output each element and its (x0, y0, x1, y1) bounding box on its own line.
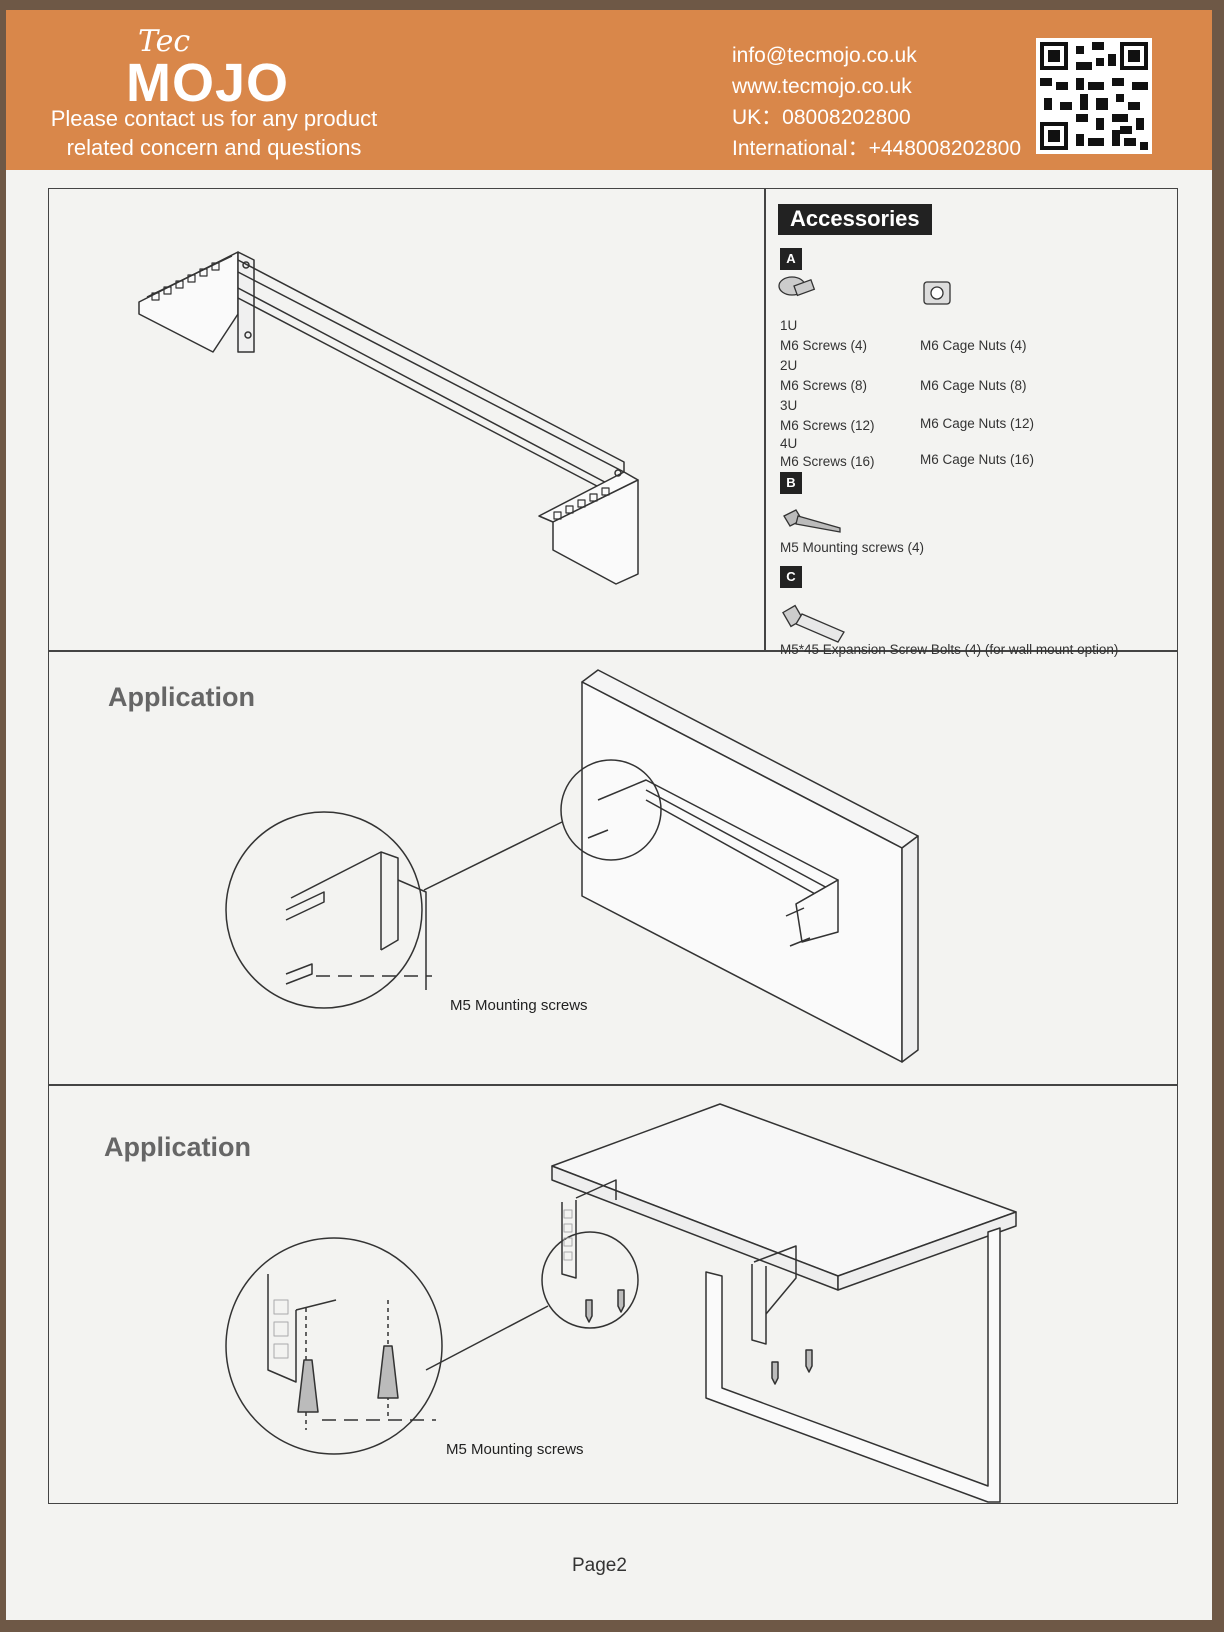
screws-2u: M6 Screws (8) (780, 378, 868, 393)
nuts-4u: M6 Cage Nuts (16) (920, 452, 1035, 467)
desk-callout-label: M5 Mounting screws (446, 1441, 584, 1458)
size-2u: 2U (780, 358, 798, 373)
mounting-screws-label: M5 Mounting screws (4) (780, 540, 925, 555)
desk-application-panel (48, 1084, 1178, 1504)
tagline-line-1: Please contact us for any product (50, 106, 378, 131)
accessories-title: Accessories (778, 204, 932, 235)
expansion-bolts-label: M5*45 Expansion Screw Bolts (4) (for wal… (780, 642, 1119, 657)
page-number: Page2 (572, 1555, 627, 1576)
tagline: Please contact us for any product relate… (44, 104, 384, 162)
qr-code-icon (1036, 38, 1152, 154)
wall-drawing (225, 669, 919, 1063)
header-bar: Tec MOJO Please contact us for any produ… (6, 10, 1212, 170)
desk-drawing (225, 1103, 1017, 1503)
tag-c: C (780, 566, 802, 588)
tag-b: B (780, 472, 802, 494)
contact-info: info@tecmojo.co.uk www.tecmojo.co.uk UK：… (732, 40, 1021, 164)
size-4u: 4U (780, 436, 798, 451)
size-1u: 1U (780, 318, 798, 333)
desk-application-title: Application (104, 1132, 251, 1162)
line-drawings (138, 251, 1017, 1503)
wall-callout-label: M5 Mounting screws (450, 997, 588, 1014)
wall-application-panel (48, 650, 1178, 1086)
bracket-slots (151, 262, 610, 520)
screws-1u: M6 Screws (4) (780, 338, 868, 353)
screws-3u: M6 Screws (12) (780, 418, 875, 433)
contact-intl-phone: International：+448008202800 (732, 137, 1021, 160)
tag-a: A (780, 248, 802, 270)
accessories-panel (764, 188, 1178, 652)
contact-uk-phone: UK：08008202800 (732, 106, 911, 129)
contact-email[interactable]: info@tecmojo.co.uk (732, 44, 917, 67)
size-3u: 3U (780, 398, 798, 413)
contact-website[interactable]: www.tecmojo.co.uk (732, 75, 912, 98)
instruction-sheet: Tec MOJO Please contact us for any produ… (6, 10, 1212, 1620)
desk-bracket-slots (273, 1209, 573, 1359)
tagline-line-2: related concern and questions (66, 135, 362, 160)
nuts-2u: M6 Cage Nuts (8) (920, 378, 1027, 393)
product-panel (48, 188, 766, 652)
wall-application-title: Application (108, 682, 255, 712)
drawing-screws (297, 1289, 813, 1413)
nuts-3u: M6 Cage Nuts (12) (920, 416, 1035, 431)
nuts-1u: M6 Cage Nuts (4) (920, 338, 1027, 353)
wall-bracket-drawing (138, 251, 639, 585)
brand-tec: Tec (138, 24, 191, 59)
brand-mojo: MOJO (126, 53, 290, 113)
screws-4u: M6 Screws (16) (780, 454, 875, 469)
